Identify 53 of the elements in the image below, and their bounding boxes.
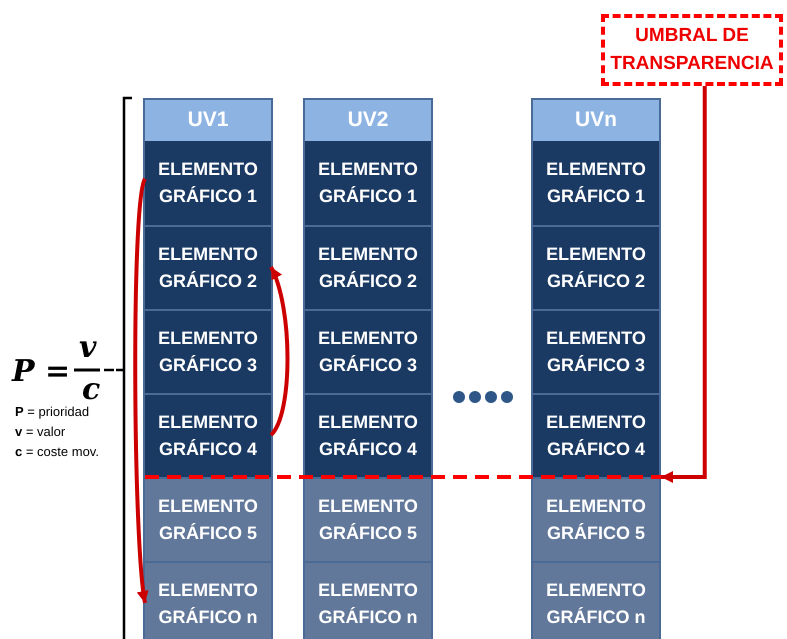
element-label: ELEMENTO GRÁFICO 2: [157, 243, 259, 293]
element-label: ELEMENTO GRÁFICO 2: [545, 243, 647, 293]
element-label: ELEMENTO GRÁFICO 1: [157, 158, 259, 208]
element-label: ELEMENTO GRÁFICO n: [317, 579, 419, 629]
element-label: ELEMENTO GRÁFICO 1: [545, 158, 647, 208]
arrow: [661, 86, 707, 483]
threshold-box: [601, 14, 783, 86]
element-cell: [145, 561, 271, 639]
element-label: ELEMENTO GRÁFICO 3: [157, 327, 259, 377]
threshold-label: UMBRAL DE TRANSPARENCIA: [609, 24, 775, 76]
column-header: UV1: [186, 108, 230, 132]
element-cell: [533, 393, 659, 477]
definition-text: c = coste mov.: [15, 444, 99, 459]
formula-denominator: c: [82, 372, 100, 407]
element-label: ELEMENTO GRÁFICO 4: [317, 411, 419, 461]
element-label: ELEMENTO GRÁFICO 1: [317, 158, 419, 208]
element-label: ELEMENTO GRÁFICO 5: [545, 495, 647, 545]
element-label: ELEMENTO GRÁFICO 4: [545, 411, 647, 461]
column-header: UV2: [346, 108, 390, 132]
element-label: ELEMENTO GRÁFICO 3: [545, 327, 647, 377]
formula-numerator: v: [79, 330, 96, 365]
curved-arrow: [269, 266, 290, 436]
column-panel: [143, 98, 273, 639]
element-label: ELEMENTO GRÁFICO n: [157, 579, 259, 629]
definition-text: P = prioridad: [15, 404, 90, 419]
element-cell: [145, 225, 271, 309]
formula-symbol: P =: [12, 354, 70, 389]
definition-text: v = valor: [15, 424, 66, 439]
element-label: ELEMENTO GRÁFICO 4: [157, 411, 259, 461]
element-cell: [305, 225, 431, 309]
element-cell: [533, 477, 659, 561]
element-label: ELEMENTO GRÁFICO 5: [157, 495, 259, 545]
column-panel: [303, 98, 433, 639]
element-label: ELEMENTO GRÁFICO 2: [317, 243, 419, 293]
element-cell: [533, 309, 659, 393]
element-label: ELEMENTO GRÁFICO 3: [317, 327, 419, 377]
element-cell: [533, 225, 659, 309]
curved-arrow: [133, 178, 150, 604]
element-cell: [305, 141, 431, 225]
element-cell: [145, 393, 271, 477]
element-label: ELEMENTO GRÁFICO 5: [317, 495, 419, 545]
element-cell: [305, 561, 431, 639]
element-cell: [145, 309, 271, 393]
element-cell: [305, 309, 431, 393]
element-label: ELEMENTO GRÁFICO n: [545, 579, 647, 629]
element-cell: [533, 561, 659, 639]
element-cell: [145, 477, 271, 561]
column-panel: [531, 98, 661, 639]
element-cell: [305, 477, 431, 561]
element-cell: [305, 393, 431, 477]
column-header: UVn: [574, 108, 618, 132]
element-cell: [145, 141, 271, 225]
element-cell: [533, 141, 659, 225]
